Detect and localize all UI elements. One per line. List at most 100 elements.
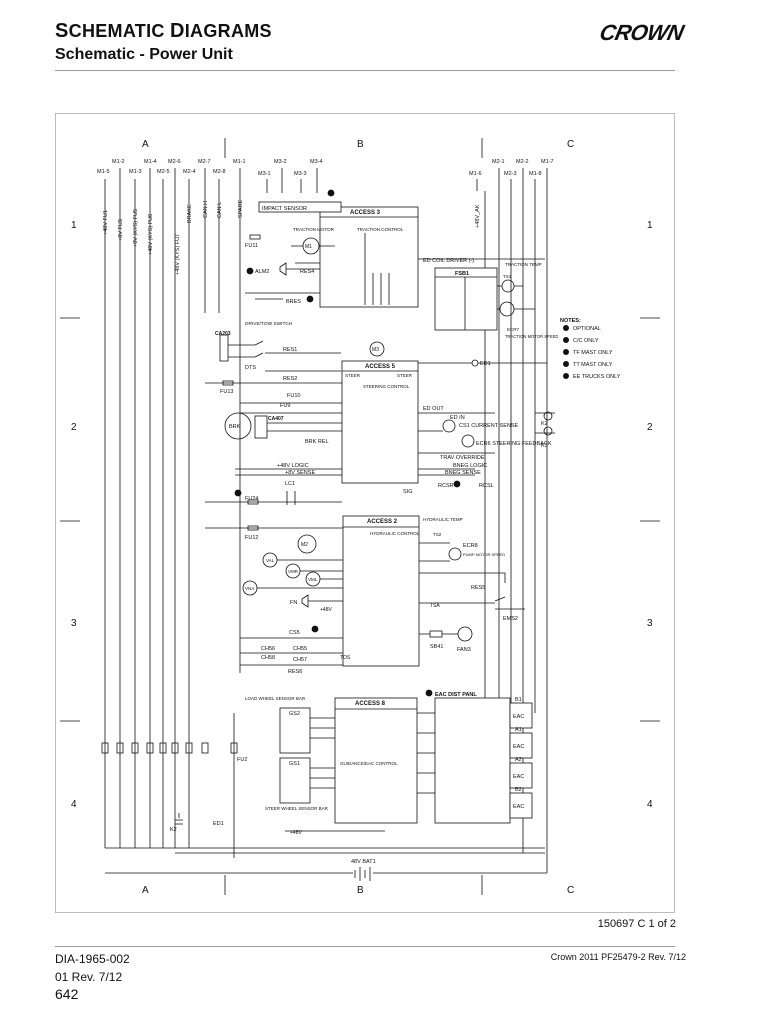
sig-label: SIG bbox=[403, 489, 412, 495]
access8-module: ACCESS 8 GUIDANCE/EAC CONTROL bbox=[334, 697, 418, 824]
notes-box: NOTES: OPTIONAL C/C ONLY TF MAST ONLY TT… bbox=[560, 318, 621, 380]
fu13-label: FU13 bbox=[220, 389, 233, 395]
ecr7-label: ECR7 bbox=[507, 327, 520, 332]
traction-motor-label: TRACTION MOTOR bbox=[293, 227, 335, 232]
fu2-label: FU2 bbox=[237, 757, 247, 763]
page-title: SCHEMATIC DIAGRAMS bbox=[55, 20, 272, 42]
alarm-alm2: ALM2 RES4 bbox=[246, 262, 320, 276]
row-label-4-left: 4 bbox=[71, 799, 77, 810]
cs1-label: CS1 CURRENT SENSE bbox=[459, 423, 519, 429]
ts1-label: TS1 bbox=[503, 274, 512, 279]
eac-b1-text: EAC bbox=[513, 714, 524, 720]
res1-label: RES1 bbox=[283, 347, 297, 353]
eac-b1-label: B1 bbox=[515, 697, 522, 703]
connector-m1-2: M1-2 bbox=[112, 159, 125, 165]
res4-label: RES4 bbox=[300, 269, 314, 275]
sb41-label: SB41 bbox=[430, 644, 443, 650]
steer-wheel-label: STEER WHEEL SENSOR BAR bbox=[265, 806, 329, 811]
label-48v-fu1: +48V FU1 bbox=[103, 210, 109, 235]
fsb1-title: FSB1 bbox=[455, 271, 469, 277]
ed-out-label: ED OUT bbox=[423, 406, 444, 412]
access8-subtitle: GUIDANCE/EAC CONTROL bbox=[340, 761, 398, 766]
val-label: VAL bbox=[266, 558, 275, 563]
battery-bat1: 48V BAT1 bbox=[105, 859, 547, 881]
brake-coil: BRK CA407 bbox=[224, 412, 342, 440]
label-48v-kys-fu6: +48V (KYS) FU6 bbox=[148, 214, 154, 255]
ecr6-label: ECR6 STEERING FEEDBACK bbox=[476, 441, 552, 447]
res5-label: RES5 bbox=[471, 585, 485, 591]
res2-label: RES2 bbox=[283, 376, 297, 382]
row-label-3-right: 3 bbox=[647, 618, 653, 629]
supply-labels: +48V FU1 +8V FU3 +8V (KYS) FU5 +48V (KYS… bbox=[103, 199, 481, 275]
label-spare: SPARE bbox=[238, 199, 244, 218]
fu9-label: FU9 bbox=[280, 403, 290, 409]
valve-coils: VAL VMR VML VNA bbox=[242, 552, 343, 596]
access2-subtitle: HYDRAULIC CONTROL bbox=[370, 531, 420, 536]
connector-m3-3: M3-3 bbox=[294, 171, 307, 177]
eac-a1-text: EAC bbox=[513, 744, 524, 750]
connector-m3-1: M3-1 bbox=[258, 171, 271, 177]
connector-m2-2: M2-2 bbox=[516, 159, 529, 165]
m3-label: M3 bbox=[372, 347, 379, 353]
access3-module: ACCESS 3 TRACTION CONTROL bbox=[319, 206, 419, 308]
lc1-label: LC1 bbox=[285, 481, 295, 487]
note-1: OPTIONAL bbox=[573, 326, 601, 332]
note-2: C/C ONLY bbox=[573, 338, 599, 344]
cs5-label: CS5 bbox=[289, 630, 300, 636]
ed-in-label: ED IN bbox=[450, 415, 465, 421]
connector-m2-5: M2-5 bbox=[157, 169, 170, 175]
ch58-label: CH58 bbox=[261, 655, 275, 661]
bneg-logic-label: BNEG LOGIC bbox=[453, 463, 487, 469]
ch55-label: CH55 bbox=[293, 646, 307, 652]
col-label-c-top: C bbox=[567, 139, 574, 150]
connector-m2-7: M2-7 bbox=[198, 159, 211, 165]
lc1-contactor: LC1 bbox=[285, 481, 296, 505]
dts-label: DTS bbox=[245, 365, 256, 371]
8v-sense-label: +8V SENSE bbox=[285, 470, 315, 476]
48v-label: +48V bbox=[320, 607, 332, 613]
label-can-l: CAN L bbox=[217, 202, 223, 218]
note-4: TT MAST ONLY bbox=[573, 362, 613, 368]
eac-b2-label: B2 bbox=[515, 787, 522, 793]
label-brake: BRAKE bbox=[187, 204, 193, 223]
brk-rel-label: BRK REL bbox=[305, 439, 329, 445]
k3-top-label: K3 bbox=[541, 443, 548, 449]
res6-label: RES6 bbox=[288, 669, 302, 675]
traction-temp-label: TRACTION TEMP bbox=[505, 262, 542, 267]
fu10-label: FU10 bbox=[287, 393, 300, 399]
k2-top-label: K2 bbox=[541, 421, 548, 427]
impact-sensor-label: IMPACT SENSOR bbox=[262, 206, 307, 212]
access5-steer-out: STEER bbox=[397, 373, 413, 378]
eac-b2-text: EAC bbox=[513, 804, 524, 810]
fn-label: FN bbox=[290, 600, 297, 606]
ch57-label: CH57 bbox=[293, 657, 307, 663]
drive-tow-label: DRIVE/TOW SWITCH bbox=[245, 321, 293, 327]
eac-a2-label: A2 bbox=[515, 757, 522, 763]
access5-module: ACCESS 5 STEER STEER STEERING CONTROL bbox=[341, 360, 419, 484]
access2-module: ACCESS 2 HYDRAULIC CONTROL bbox=[342, 515, 420, 667]
connector-m3-4: M3-4 bbox=[310, 159, 323, 165]
row-label-2-right: 2 bbox=[647, 422, 653, 433]
bat1-label: 48V BAT1 bbox=[351, 859, 376, 865]
eac-modules: B1 EAC A1 EAC A2 EAC B2 EAC bbox=[509, 697, 533, 819]
k3-bottom-label: K2 bbox=[170, 827, 177, 833]
note-5: EE TRUCKS ONLY bbox=[573, 374, 621, 380]
ed-coil-driver-label: ED COIL DRIVER (-) bbox=[423, 258, 474, 264]
ed1-bottom-label: ED1 bbox=[213, 821, 224, 827]
row-label-2-left: 2 bbox=[71, 422, 77, 433]
col-label-b-bottom: B bbox=[357, 885, 364, 896]
connector-m2-1: M2-1 bbox=[492, 159, 505, 165]
label-48v-kys-fu7: +48V (KYS) FU7 bbox=[175, 234, 181, 275]
bres-label: BRES bbox=[286, 299, 301, 305]
connector-m1-3: M1-3 bbox=[129, 169, 142, 175]
row-label-4-right: 4 bbox=[647, 799, 653, 810]
eac-dist-panel: EAC DIST PANL bbox=[417, 689, 511, 824]
access2-title: ACCESS 2 bbox=[367, 519, 398, 525]
access5-subtitle: STEERING CONTROL bbox=[363, 384, 410, 389]
eac-a2-text: EAC bbox=[513, 774, 524, 780]
top-connectors: M1-5 M1-2 M1-3 M1-4 M2-5 M2-6 M2-4 M2-7 … bbox=[97, 159, 554, 177]
48v-logic-label: +48V LOGIC bbox=[277, 463, 309, 469]
connector-m2-8: M2-8 bbox=[213, 169, 226, 175]
ch56-label: CH56 bbox=[261, 646, 275, 652]
fu12-label: FU12 bbox=[245, 535, 258, 541]
